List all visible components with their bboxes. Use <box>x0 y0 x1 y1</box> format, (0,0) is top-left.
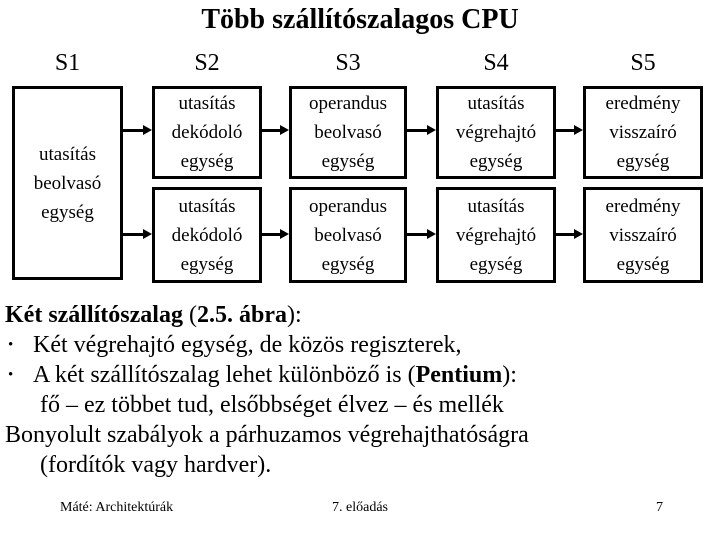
flow-arrow <box>122 124 152 136</box>
arrow-head-icon <box>143 125 152 135</box>
unit-label-line: végrehajtó <box>455 224 537 246</box>
heading-bold-text: Két szállítószalag <box>5 302 183 328</box>
flow-arrow <box>122 228 152 240</box>
bullet-item-text: A két szállítószalag lehet különböző is … <box>33 362 517 388</box>
unit-label-line: utasítás <box>467 195 525 217</box>
unit-label-line: utasítás <box>178 93 236 114</box>
bullet-icon: • <box>8 367 14 383</box>
arrow-line <box>261 129 281 132</box>
bullet-item: • A két szállítószalag lehet különböző is… <box>5 360 717 390</box>
unit-label-line: egység <box>469 151 523 172</box>
unit-label-line: eredmény <box>605 195 681 217</box>
stage-header-s3: S3 <box>335 50 361 76</box>
unit-label-line: beolvasó <box>314 224 382 246</box>
unit-label-line: utasítás <box>467 93 525 114</box>
unit-box-instruction-fetch: utasítás beolvasó egység <box>12 86 123 280</box>
unit-label-line: egység <box>321 151 375 172</box>
heading-regular-text: ( <box>182 302 197 328</box>
unit-box-p2-decode: utasítás dekódoló egység <box>152 187 262 283</box>
body-line: Bonyolult szabályok a párhuzamos végreha… <box>5 422 529 448</box>
heading-bold-figure-ref: 2.5. ábra <box>196 302 287 328</box>
stage-header-s1: S1 <box>54 50 81 76</box>
stage-header-s2: S2 <box>194 50 220 76</box>
arrow-head-icon <box>427 125 436 135</box>
body-heading: Két szállítószalag (2.5. ábra): <box>5 300 717 330</box>
arrow-line <box>406 129 428 132</box>
bullet-icon: • <box>8 337 14 353</box>
arrow-head-icon <box>574 229 583 239</box>
unit-label-line: utasítás <box>178 195 236 217</box>
stage-header-s5: S5 <box>630 50 656 76</box>
unit-label-line: egység <box>41 201 94 223</box>
footer-page-number: 7 <box>656 500 663 515</box>
unit-label-line: dekódoló <box>171 122 243 143</box>
body-line: (fordítók vagy hardver). <box>40 452 272 478</box>
arrow-head-icon <box>280 229 289 239</box>
flow-arrow <box>261 124 289 136</box>
unit-label-line: visszaíró <box>609 224 677 246</box>
unit-label-line: utasítás <box>39 143 96 165</box>
unit-box-p1-operand-fetch: operandus beolvasó egység <box>289 86 407 179</box>
arrow-line <box>555 233 575 236</box>
unit-label-line: beolvasó <box>314 122 382 143</box>
bullet-item-text: Két végrehajtó egység, de közös regiszte… <box>33 332 462 358</box>
unit-label-line: egység <box>616 253 670 275</box>
arrow-head-icon <box>574 125 583 135</box>
unit-label-line: egység <box>616 151 670 172</box>
bullet-item: • Két végrehajtó egység, de közös regiszt… <box>5 330 717 360</box>
flow-arrow <box>261 228 289 240</box>
bullet-bold-text: Pentium <box>415 362 503 388</box>
unit-label-line: beolvasó <box>33 172 102 194</box>
unit-label-line: operandus <box>308 195 388 217</box>
arrow-head-icon <box>143 229 152 239</box>
unit-label-line: egység <box>321 253 375 275</box>
unit-box-p1-execute: utasítás végrehajtó egység <box>436 86 556 179</box>
unit-label-line: operandus <box>308 93 388 114</box>
unit-box-p2-execute: utasítás végrehajtó egység <box>436 187 556 283</box>
unit-label-line: egység <box>469 253 523 275</box>
flow-arrow <box>406 228 436 240</box>
unit-box-p2-writeback: eredmény visszaíró egység <box>583 187 703 283</box>
unit-box-p2-operand-fetch: operandus beolvasó egység <box>289 187 407 283</box>
footer-lecture: 7. előadás <box>332 500 388 515</box>
bullet-regular-text: ): <box>502 362 517 388</box>
bullet-regular-text: A két szállítószalag lehet különböző is … <box>33 362 416 388</box>
unit-label-line: eredmény <box>605 93 681 114</box>
body-text: Két szállítószalag (2.5. ábra): • Két vég… <box>5 300 717 480</box>
footer-author: Máté: Architektúrák <box>60 500 174 515</box>
arrow-line <box>261 233 281 236</box>
unit-label-line: visszaíró <box>609 122 677 143</box>
arrow-head-icon <box>427 229 436 239</box>
flow-arrow <box>555 124 583 136</box>
unit-box-p1-writeback: eredmény visszaíró egység <box>583 86 703 179</box>
slide-title: Több szállítószalagos CPU <box>201 4 519 35</box>
flow-arrow <box>406 124 436 136</box>
arrow-line <box>122 233 144 236</box>
unit-box-p1-decode: utasítás dekódoló egység <box>152 86 262 179</box>
unit-label-line: végrehajtó <box>455 122 537 143</box>
arrow-head-icon <box>280 125 289 135</box>
stage-header-s4: S4 <box>483 50 509 76</box>
unit-label-line: egység <box>180 151 234 172</box>
arrow-line <box>406 233 428 236</box>
heading-regular-text: ): <box>286 302 302 328</box>
body-line: fő – ez többet tud, elsőbbséget élvez – … <box>40 392 504 418</box>
arrow-line <box>555 129 575 132</box>
unit-label-line: egység <box>180 253 234 275</box>
unit-label-line: dekódoló <box>171 224 243 246</box>
flow-arrow <box>555 228 583 240</box>
arrow-line <box>122 129 144 132</box>
